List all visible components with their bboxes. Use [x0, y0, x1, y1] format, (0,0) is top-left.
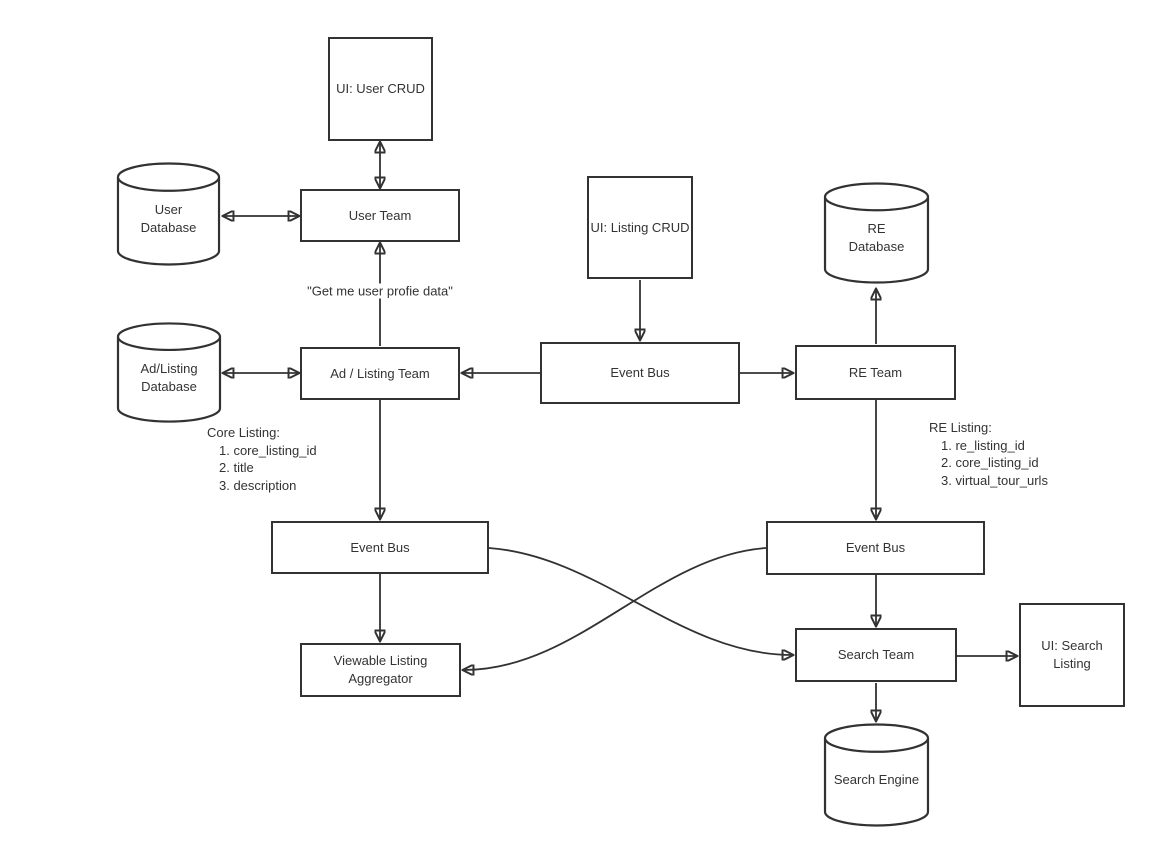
node-ad-listing-database-label: Ad/Listing Database	[140, 360, 198, 394]
arrow-event-bus-right-viewable-listing-aggregator-curve	[464, 547, 767, 670]
node-event-bus-center-label: Event Bus	[610, 365, 670, 381]
node-viewable-listing-aggregator: Viewable Listing Aggregator	[300, 643, 461, 697]
database-cylinder-icon	[823, 182, 930, 284]
node-search-team: Search Team	[795, 628, 957, 682]
annotation-core-listing-item-1: 1. core_listing_id	[219, 442, 317, 458]
node-event-bus-right: Event Bus	[766, 521, 985, 575]
database-cylinder-icon	[823, 723, 930, 827]
arrow-event-bus-left-search-team-curve	[488, 547, 792, 655]
database-cylinder-icon	[116, 162, 221, 266]
node-re-team-label: RE Team	[848, 364, 903, 380]
node-re-team: RE Team	[795, 345, 956, 400]
node-user-team-label: User Team	[348, 207, 412, 223]
node-ui-listing-crud: UI: Listing CRUD	[587, 176, 693, 279]
node-event-bus-left-label: Event Bus	[350, 539, 410, 555]
node-ui-search-listing-label: UI: Search Listing	[1041, 638, 1103, 671]
node-ui-user-crud-label: UI: User CRUD	[336, 81, 425, 97]
node-event-bus-left: Event Bus	[271, 521, 489, 574]
node-user-team: User Team	[300, 189, 460, 242]
database-cylinder-icon	[116, 322, 222, 423]
node-user-database-label: User Database	[140, 202, 197, 235]
annotation-user-profile-request: "Get me user profie data"	[303, 283, 457, 299]
annotation-core-listing-item-3: 3. description	[219, 477, 297, 493]
node-ad-listing-database: Ad/Listing Database	[116, 322, 222, 424]
node-ad-listing-team-label: Ad / Listing Team	[330, 365, 430, 381]
annotation-core-listing: Core Listing: 1. core_listing_id 2. titl…	[207, 424, 317, 494]
node-ui-search-listing: UI: Search Listing	[1019, 603, 1125, 707]
annotation-re-listing: RE Listing: 1. re_listing_id 2. core_lis…	[929, 419, 1048, 489]
node-user-database: User Database	[116, 162, 221, 267]
node-search-engine-label: Search Engine	[833, 772, 920, 788]
annotation-re-listing-item-3: 3. virtual_tour_urls	[941, 472, 1048, 488]
node-re-database: RE Database	[823, 182, 930, 285]
annotation-re-listing-item-2: 2. core_listing_id	[941, 455, 1039, 470]
node-ui-listing-crud-label: UI: Listing CRUD	[590, 219, 690, 235]
annotation-re-listing-title: RE Listing:	[929, 420, 992, 435]
node-event-bus-right-label: Event Bus	[845, 540, 906, 556]
annotation-core-listing-item-2: 2. title	[219, 460, 254, 475]
node-re-database-label: RE Database	[848, 221, 905, 254]
node-search-team-label: Search Team	[837, 647, 915, 663]
annotation-core-listing-title: Core Listing:	[207, 425, 280, 440]
node-search-engine: Search Engine	[823, 723, 930, 828]
node-ui-user-crud: UI: User CRUD	[328, 37, 433, 141]
node-ad-listing-team: Ad / Listing Team	[300, 347, 460, 400]
node-event-bus-center: Event Bus	[540, 342, 740, 404]
annotation-re-listing-item-1: 1. re_listing_id	[941, 437, 1025, 453]
node-viewable-listing-aggregator-label: Viewable Listing Aggregator	[333, 653, 428, 686]
